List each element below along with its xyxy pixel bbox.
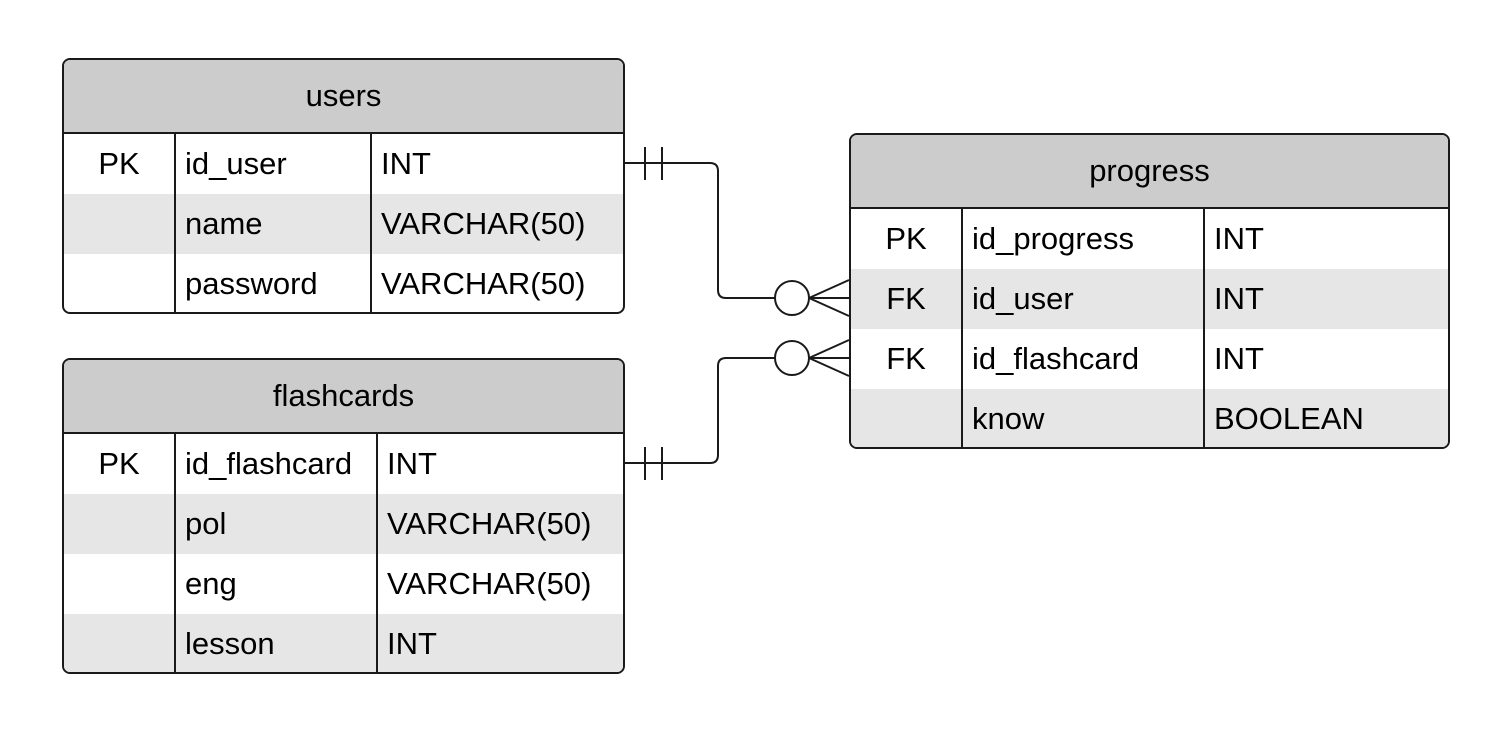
column-type-cell: VARCHAR(50) bbox=[387, 566, 592, 601]
entity-title: progress bbox=[851, 135, 1448, 209]
entity-progress[interactable]: progress PK id_progress INT FK id_user I… bbox=[849, 133, 1450, 449]
column-name-cell: eng bbox=[176, 554, 378, 614]
key-cell bbox=[64, 254, 176, 312]
column-type-cell: INT bbox=[1214, 221, 1264, 256]
column-type-cell: INT bbox=[381, 146, 431, 181]
entity-title: users bbox=[64, 60, 623, 134]
table-row: PK id_progress INT bbox=[851, 209, 1448, 269]
crowfoot-prong bbox=[808, 297, 850, 317]
column-name-cell: id_flashcard bbox=[176, 434, 378, 494]
table-row: eng VARCHAR(50) bbox=[64, 554, 623, 614]
key-cell: PK bbox=[64, 134, 176, 194]
table-row: lesson INT bbox=[64, 614, 623, 672]
crowfoot-prong bbox=[808, 279, 850, 299]
column-name-cell: id_progress bbox=[963, 209, 1205, 269]
column-type-cell: INT bbox=[1214, 281, 1264, 316]
column-name-cell: password bbox=[176, 254, 372, 312]
column-type-cell: INT bbox=[387, 626, 437, 661]
entity-users[interactable]: users PK id_user INT name VARCHAR(50) pa… bbox=[62, 58, 625, 314]
key-cell: PK bbox=[64, 434, 176, 494]
key-cell: FK bbox=[851, 329, 963, 389]
crowfoot-prong bbox=[808, 339, 850, 359]
column-type-cell: INT bbox=[1214, 341, 1264, 376]
column-name-cell: know bbox=[963, 389, 1205, 447]
relationship-line bbox=[625, 162, 775, 299]
column-name-cell: name bbox=[176, 194, 372, 254]
column-type-cell: INT bbox=[387, 446, 437, 481]
key-cell bbox=[851, 389, 963, 447]
table-row: PK id_flashcard INT bbox=[64, 434, 623, 494]
table-row: know BOOLEAN bbox=[851, 389, 1448, 447]
table-row: password VARCHAR(50) bbox=[64, 254, 623, 312]
table-row: name VARCHAR(50) bbox=[64, 194, 623, 254]
column-type-cell: VARCHAR(50) bbox=[387, 506, 592, 541]
column-name-cell: pol bbox=[176, 494, 378, 554]
table-row: PK id_user INT bbox=[64, 134, 623, 194]
entity-flashcards[interactable]: flashcards PK id_flashcard INT pol VARCH… bbox=[62, 358, 625, 674]
column-type-cell: VARCHAR(50) bbox=[381, 266, 586, 301]
key-cell bbox=[64, 194, 176, 254]
table-row: pol VARCHAR(50) bbox=[64, 494, 623, 554]
key-cell: FK bbox=[851, 269, 963, 329]
key-cell bbox=[64, 614, 176, 672]
entity-title: flashcards bbox=[64, 360, 623, 434]
relationship-flashcards-progress[interactable] bbox=[625, 339, 850, 480]
key-cell: PK bbox=[851, 209, 963, 269]
zero-optional-circle bbox=[774, 280, 810, 316]
relationship-users-progress[interactable] bbox=[625, 147, 850, 317]
column-name-cell: id_user bbox=[963, 269, 1205, 329]
zero-optional-circle bbox=[774, 340, 810, 376]
relationship-line bbox=[625, 357, 775, 464]
column-name-cell: id_user bbox=[176, 134, 372, 194]
column-name-cell: lesson bbox=[176, 614, 378, 672]
table-row: FK id_flashcard INT bbox=[851, 329, 1448, 389]
key-cell bbox=[64, 494, 176, 554]
crowfoot-prong bbox=[808, 357, 850, 377]
column-name-cell: id_flashcard bbox=[963, 329, 1205, 389]
column-type-cell: VARCHAR(50) bbox=[381, 206, 586, 241]
column-type-cell: BOOLEAN bbox=[1214, 401, 1364, 436]
table-row: FK id_user INT bbox=[851, 269, 1448, 329]
key-cell bbox=[64, 554, 176, 614]
